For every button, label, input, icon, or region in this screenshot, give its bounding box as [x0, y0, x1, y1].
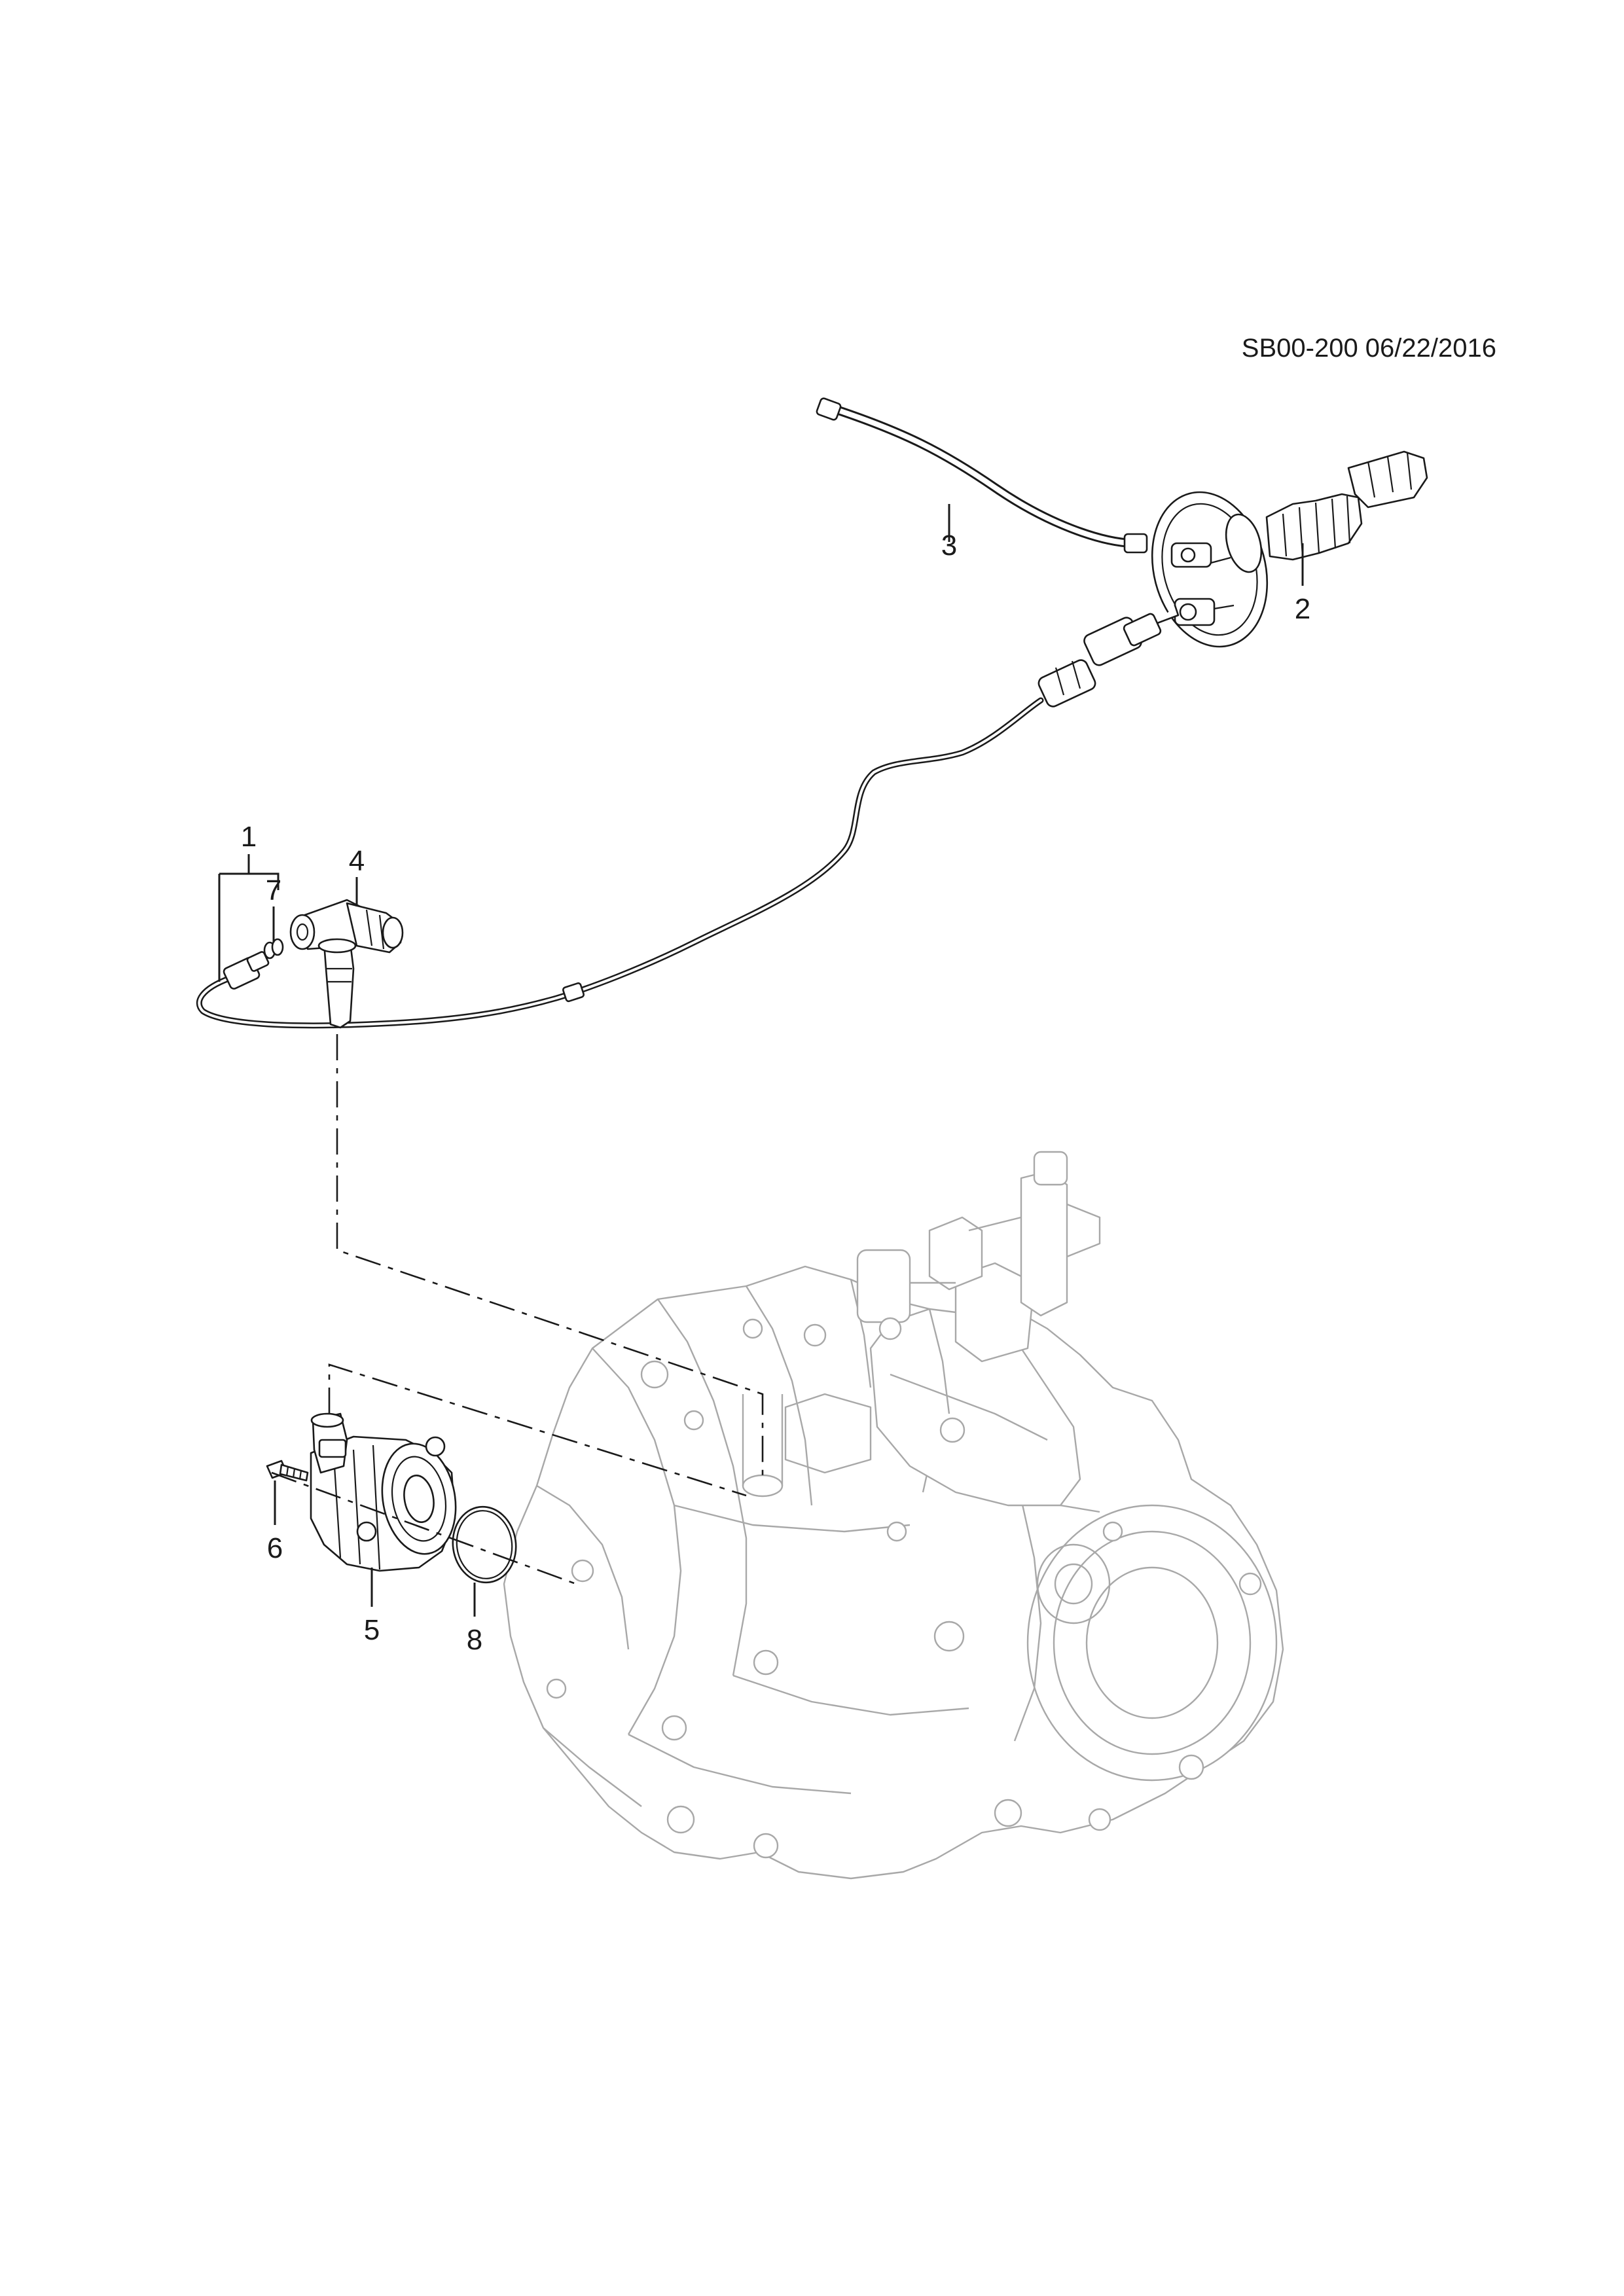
leader-lines — [218, 504, 1304, 1617]
reference-code: SB00-200 06/22/2016 — [1242, 334, 1496, 363]
o-ring — [452, 1505, 517, 1584]
hydraulic-line — [196, 605, 1180, 1029]
bolt — [266, 1460, 309, 1482]
clutch-master-cylinder — [1151, 450, 1428, 648]
callout-1: 1 — [241, 821, 257, 853]
transmission-housing — [503, 1151, 1284, 1880]
callout-6: 6 — [267, 1532, 283, 1564]
callout-5: 5 — [364, 1614, 380, 1646]
callouts: 1 2 3 4 5 6 7 8 — [241, 529, 1310, 1656]
assembly-lines — [271, 1034, 764, 1585]
callout-3: 3 — [941, 529, 957, 562]
concentric-slave-cylinder — [310, 1412, 457, 1572]
callout-7: 7 — [266, 874, 281, 906]
callout-2: 2 — [1295, 593, 1310, 625]
reservoir-hose — [816, 397, 1148, 554]
callout-8: 8 — [467, 1624, 482, 1656]
callout-4: 4 — [349, 845, 365, 877]
retaining-clip — [263, 938, 284, 960]
pulsation-damper — [289, 899, 404, 1029]
